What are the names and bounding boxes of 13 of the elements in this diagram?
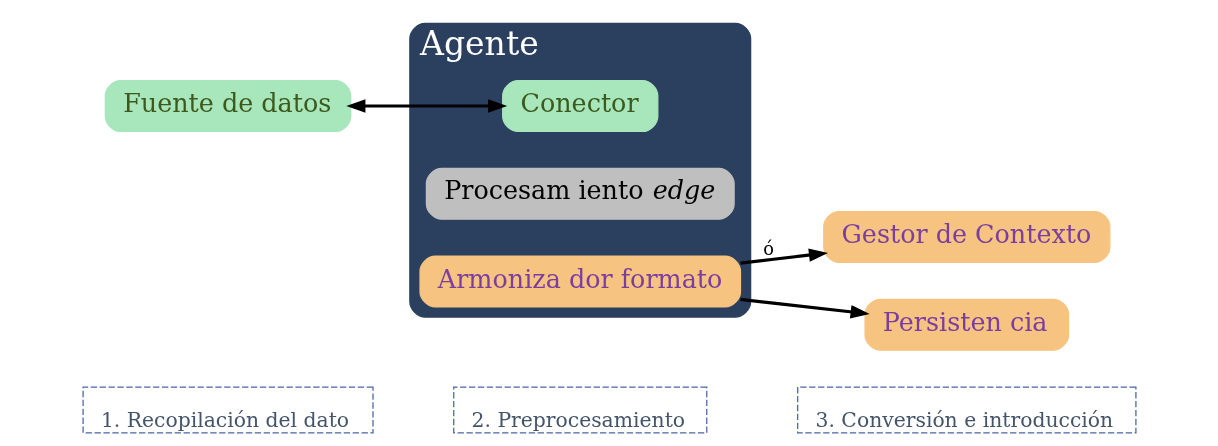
arrow (345, 99, 507, 113)
node-box: 3. Conversión e introducción (796, 386, 1137, 434)
arrow (739, 248, 828, 265)
node-box: 2. Preprocesamiento (452, 386, 707, 434)
arrow (739, 297, 870, 319)
node-box: 1. Recopilación del dato (81, 386, 374, 434)
node-box: Conector (501, 79, 658, 133)
edge-label: ó (762, 238, 774, 260)
node-box: Fuente de datos (104, 79, 351, 133)
node-box: Gestor de Contexto (822, 210, 1110, 264)
node-box: Procesam iento edge (425, 167, 735, 220)
node-box: Armoniza dor formato (418, 255, 741, 308)
node-box: Persisten cia (863, 298, 1069, 351)
